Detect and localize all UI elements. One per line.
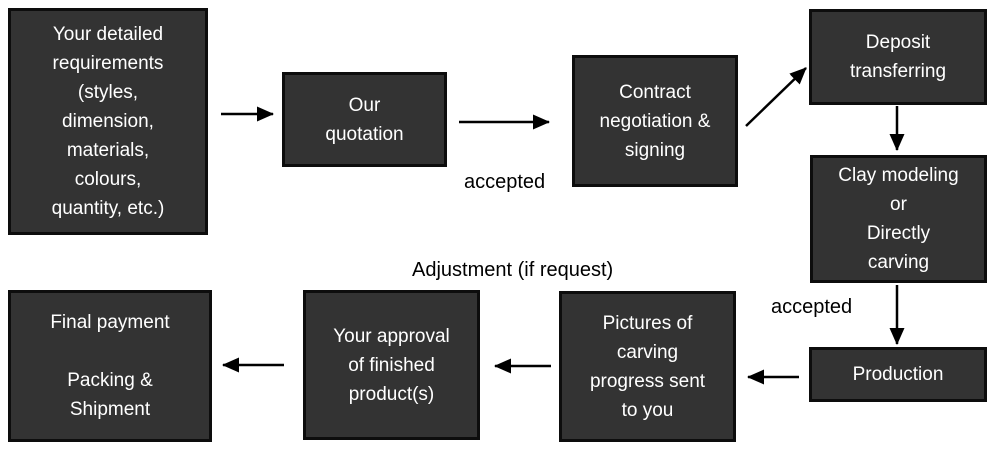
arrow-contract-to-deposit	[745, 67, 807, 127]
edge-label-adjustment: Adjustment (if request)	[412, 259, 614, 281]
node-our-quotation-label: Our quotation	[325, 94, 404, 145]
node-contract-negotiation-label: Contract negotiation & signing	[599, 81, 711, 161]
node-production-label: Production	[852, 364, 944, 385]
node-pictures-of-progress-label: Pictures of carving progress sent to you	[589, 312, 706, 421]
node-pictures-of-progress: Pictures of carving progress sent to you	[559, 291, 736, 442]
node-our-quotation: Our quotation	[282, 72, 447, 167]
node-final-payment-shipment: Final payment Packing & Shipment	[8, 290, 212, 442]
node-detailed-requirements: Your detailed requirements (styles, dime…	[8, 8, 208, 235]
node-your-approval-label: Your approval of finished product(s)	[333, 325, 450, 405]
node-production: Production	[809, 347, 987, 402]
node-your-approval: Your approval of finished product(s)	[303, 290, 480, 440]
node-deposit-transferring: Deposit transferring	[809, 9, 987, 105]
node-clay-modeling-label: Clay modeling or Directly carving	[838, 165, 959, 273]
edge-label-accepted-clay: accepted	[771, 296, 853, 318]
node-clay-modeling: Clay modeling or Directly carving	[810, 155, 987, 283]
node-deposit-transferring-label: Deposit transferring	[849, 32, 947, 82]
node-contract-negotiation: Contract negotiation & signing	[572, 55, 738, 187]
node-final-payment-shipment-label: Final payment Packing & Shipment	[50, 312, 170, 420]
node-detailed-requirements-label: Your detailed requirements (styles, dime…	[51, 24, 165, 219]
edge-label-accepted-quotation: accepted	[464, 171, 546, 193]
